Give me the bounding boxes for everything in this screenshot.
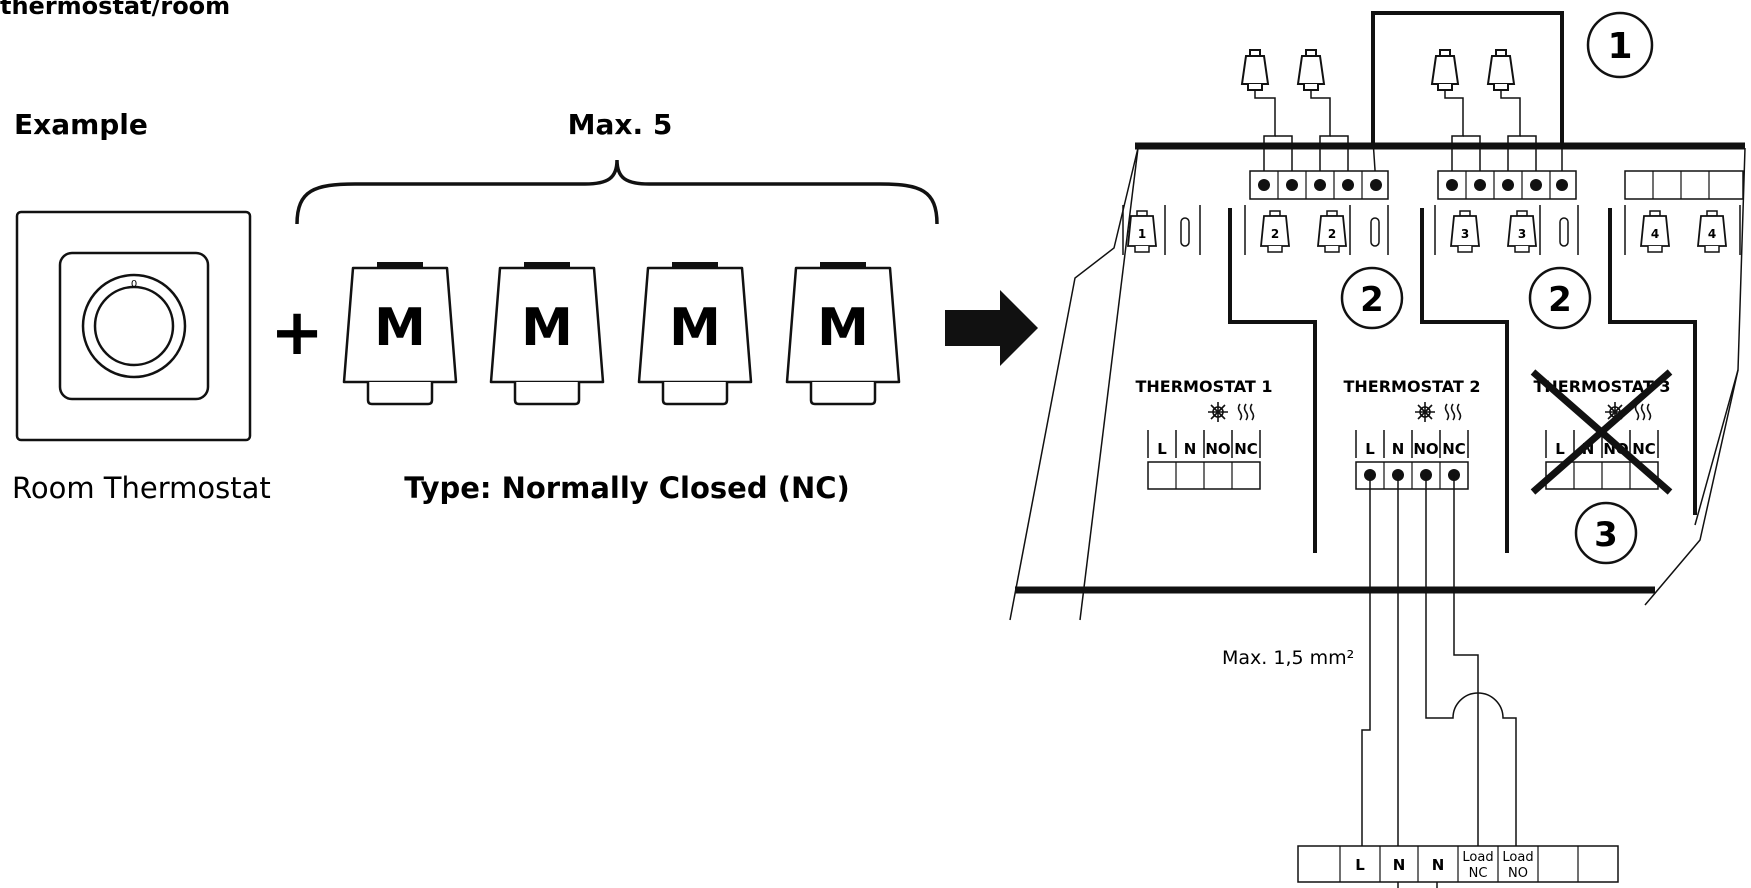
- svg-text:N: N: [1392, 440, 1405, 458]
- svg-text:2: 2: [1548, 280, 1572, 320]
- arrow-right-icon: [945, 290, 1038, 366]
- zone-sockets: [1122, 205, 1741, 255]
- zone-socket-icon: 3: [1450, 210, 1480, 253]
- svg-text:NO: NO: [1205, 440, 1230, 458]
- svg-text:NO: NO: [1413, 440, 1438, 458]
- load-nc-bottom: NC: [1469, 866, 1488, 881]
- max-brace: [295, 159, 939, 225]
- actuator-type-label: Type: Normally Closed (NC): [404, 471, 850, 505]
- controller-board: [1009, 11, 1746, 621]
- crossed-out-icon: [1530, 369, 1673, 495]
- zone-number: 1: [1138, 227, 1146, 241]
- actuator-icon: M: [637, 262, 753, 406]
- thermostat-2-terminals: L N NO NC: [1355, 430, 1469, 490]
- thermostat-2-name: THERMOSTAT 2: [1343, 377, 1480, 396]
- zone-socket-icon: 3: [1507, 210, 1537, 253]
- actuator-icon: M: [489, 262, 605, 406]
- terminal-strip-2: [1437, 170, 1577, 200]
- cable-label: Max. 1,5 mm²: [1222, 647, 1354, 669]
- room-thermostat-label: Room Thermostat: [12, 471, 271, 505]
- terminal-strip-3: [1624, 170, 1744, 200]
- callout-3: 3: [1574, 501, 1638, 565]
- zone-number: 3: [1461, 227, 1469, 241]
- callout-2-zone3: 2: [1528, 266, 1592, 330]
- small-actuator-icon: [1240, 49, 1270, 91]
- small-actuator-icon: [1296, 49, 1326, 91]
- zone-number: 2: [1271, 227, 1279, 241]
- svg-text:NC: NC: [1632, 440, 1656, 458]
- actuator-icon: M: [342, 262, 458, 406]
- svg-text:L: L: [1365, 440, 1375, 458]
- svg-text:N: N: [1432, 856, 1445, 874]
- bottom-terminal-block: L N N Load NC Load NO: [1297, 845, 1619, 883]
- zone-socket-icon: 2: [1260, 210, 1290, 253]
- svg-text:NC: NC: [1234, 440, 1258, 458]
- svg-text:NC: NC: [1442, 440, 1466, 458]
- load-nc-top: Load: [1462, 850, 1493, 865]
- zone-socket-icon: 2: [1317, 210, 1347, 253]
- actuator-letter: M: [817, 298, 869, 358]
- plus-sign: +: [270, 296, 324, 370]
- svg-text:N: N: [1393, 856, 1406, 874]
- small-actuator-icon: [1486, 49, 1516, 91]
- zone-number: 4: [1651, 227, 1659, 241]
- room-thermostat-icon: 0: [15, 210, 252, 442]
- svg-text:L: L: [1157, 440, 1167, 458]
- small-actuator-icon: [1430, 49, 1460, 91]
- zone-socket-icon: 1: [1127, 210, 1157, 253]
- zone-number: 4: [1708, 227, 1716, 241]
- thermostat-3-name: THERMOSTAT 3: [1533, 377, 1670, 396]
- actuator-letter: M: [521, 298, 573, 358]
- zone-socket-icon: 4: [1697, 210, 1727, 253]
- svg-text:L: L: [1555, 440, 1565, 458]
- callout-2-zone2: 2: [1340, 266, 1404, 330]
- actuator-icon: M: [785, 262, 901, 406]
- thermostat-3-terminals: L N NO NC: [1545, 430, 1659, 490]
- zone-number: 2: [1328, 227, 1336, 241]
- dial-mark: 0: [131, 279, 137, 290]
- svg-text:2: 2: [1360, 280, 1384, 320]
- load-no-bottom: NO: [1508, 866, 1528, 881]
- thermostat-1-terminals: L N NO NC: [1147, 430, 1261, 490]
- svg-text:1: 1: [1607, 26, 1632, 67]
- terminal-strip-1: [1249, 170, 1389, 200]
- svg-text:N: N: [1184, 440, 1197, 458]
- svg-text:3: 3: [1594, 515, 1618, 555]
- callout-1: 1: [1586, 11, 1654, 79]
- zone-number: 3: [1518, 227, 1526, 241]
- cooling-heating-icons: [1208, 402, 1652, 422]
- svg-text:L: L: [1355, 856, 1365, 874]
- actuator-letter: M: [374, 298, 426, 358]
- actuator-letter: M: [669, 298, 721, 358]
- example-label: Example: [14, 108, 148, 141]
- thermostat-1-name: THERMOSTAT 1: [1135, 377, 1272, 396]
- output-wires: [1361, 475, 1517, 888]
- load-no-top: Load: [1502, 850, 1533, 865]
- max-actuators-label: Max. 5: [568, 108, 673, 141]
- socket-layer: 1 2 2 3 3 4 4: [1127, 210, 1727, 253]
- header-fragment: thermostat/room: [0, 0, 230, 20]
- zone-socket-icon: 4: [1640, 210, 1670, 253]
